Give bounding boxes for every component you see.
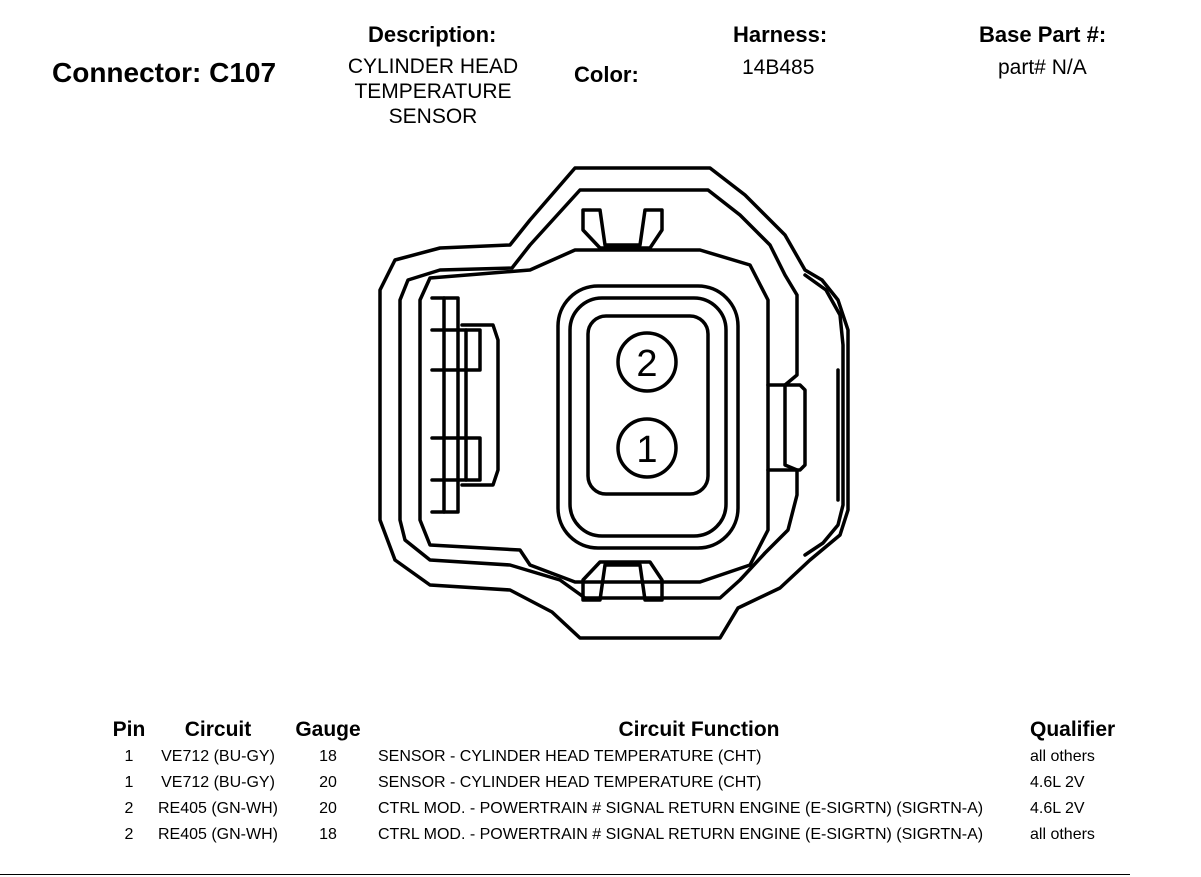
circuit-function-cell: CTRL MOD. - POWERTRAIN # SIGNAL RETURN E… [378,826,984,843]
gauge-cell: 20 [319,800,337,817]
pin-1-circle [616,417,678,479]
gauge-cell: 18 [319,748,337,765]
circuit-function-cell: CTRL MOD. - POWERTRAIN # SIGNAL RETURN E… [378,800,984,817]
circuit-header: Circuit [184,718,252,741]
top-key-notch [581,208,664,250]
circuit-function-cell: SENSOR - CYLINDER HEAD TEMPERATURE (CHT) [378,774,762,791]
qualifier-cell: 4.6L 2V [1030,774,1085,791]
bottom-divider [0,874,1130,875]
circuit-cell: RE405 (GN-WH) [157,826,278,843]
base-part-value: part# N/A [998,56,1087,79]
housing-inner-outline [398,188,799,600]
qualifier-cell: 4.6L 2V [1030,800,1085,817]
description-line: CYLINDER HEAD [347,55,519,78]
pin-cell: 2 [124,826,134,843]
table-row: 1 VE712 (BU-GY) 18 SENSOR - CYLINDER HEA… [110,744,1130,770]
table-row: 2 RE405 (GN-WH) 20 CTRL MOD. - POWERTRAI… [110,796,1130,822]
side-lip [803,273,845,557]
circuit-function-cell: SENSOR - CYLINDER HEAD TEMPERATURE (CHT) [378,748,762,765]
inner-cavity-outline [418,248,770,584]
connector-face-diagram: 2 1 [378,166,850,640]
table-row: 2 RE405 (GN-WH) 18 CTRL MOD. - POWERTRAI… [110,822,1130,848]
latch [430,296,500,514]
pin-1-label: 1 [636,429,657,471]
connector-title: Connector: C107 [52,57,277,88]
table-header-row: Pin Circuit Gauge Circuit Function Quali… [110,716,1130,744]
pin-cell: 1 [124,774,134,791]
housing-outline [378,166,850,640]
pin-cell: 2 [124,800,134,817]
harness-value: 14B485 [742,56,815,79]
color-label: Color: [574,62,639,87]
right-key-tab [766,383,807,472]
base-part-label: Base Part #: [979,22,1107,47]
circuit-cell: VE712 (BU-GY) [161,748,275,765]
qualifier-header: Qualifier [1030,718,1116,741]
gauge-cell: 20 [319,774,337,791]
cavity-inner-ring [586,314,710,496]
pin-2-label: 2 [636,343,657,385]
table-row: 1 VE712 (BU-GY) 20 SENSOR - CYLINDER HEA… [110,770,1130,796]
bottom-key-notch [581,560,664,602]
pin-table: Pin Circuit Gauge Circuit Function Quali… [110,716,1130,848]
pin-header: Pin [112,718,146,741]
qualifier-cell: all others [1030,748,1095,765]
description-line: TEMPERATURE [354,80,512,103]
pin-cell: 1 [124,748,134,765]
circuit-cell: VE712 (BU-GY) [161,774,275,791]
gauge-header: Gauge [295,718,361,741]
qualifier-cell: all others [1030,826,1095,843]
cavity-mid-ring [568,296,728,538]
description-line: SENSOR [388,105,478,128]
gauge-cell: 18 [319,826,337,843]
circuit-function-header: Circuit Function [618,718,780,741]
description-label: Description: [368,22,497,47]
description-value: CYLINDER HEAD TEMPERATURE SENSOR [333,54,533,129]
harness-label: Harness: [733,22,828,47]
cavity-outer-ring [556,284,740,550]
pin-2-circle [616,331,678,393]
circuit-cell: RE405 (GN-WH) [157,800,278,817]
